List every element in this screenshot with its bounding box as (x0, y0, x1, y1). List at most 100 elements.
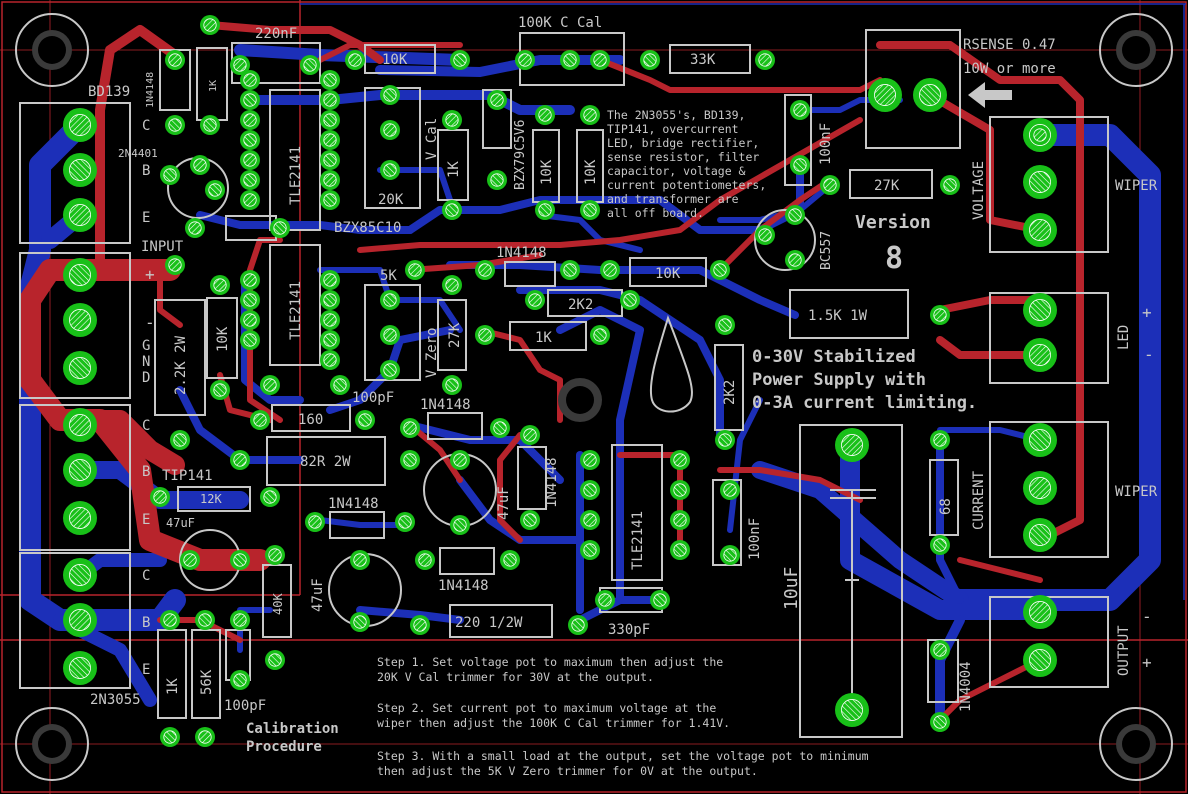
pad (240, 90, 260, 110)
note-line: sense resistor, filter (607, 150, 759, 164)
calibration-line: then adjust the 5K V Zero trimmer for 0V… (377, 764, 758, 778)
label-1n4148-v: 1N4148 (145, 72, 156, 108)
pad (320, 310, 340, 330)
pad (930, 305, 950, 325)
label-5k: 5K (380, 268, 397, 284)
pad (580, 510, 600, 530)
calibration-line: Step 3. With a small load at the output,… (377, 749, 869, 763)
pad (300, 55, 320, 75)
connector-bd139 (19, 102, 131, 244)
pad (1023, 518, 1057, 552)
label-1n4148-b: 1N4148 (420, 397, 471, 413)
label-12k: 12K (200, 492, 222, 506)
label-56k: 56K (199, 669, 215, 695)
label-3055-c: C (142, 568, 150, 584)
pad (320, 190, 340, 210)
pad (210, 380, 230, 400)
label-220nf: 220nF (255, 26, 297, 42)
label-1n4148-c: 1N4148 (544, 457, 560, 508)
label-1n4148-d: 1N4148 (328, 496, 379, 512)
label-3055-b: B (142, 615, 150, 631)
pad (380, 360, 400, 380)
pad (520, 425, 540, 445)
label-160: 160 (298, 412, 323, 428)
pad (1023, 293, 1057, 327)
pad (442, 110, 462, 130)
connector-rsense (865, 29, 961, 149)
pad (670, 480, 690, 500)
label-47uf-c: 47uF (310, 578, 326, 612)
pad (525, 290, 545, 310)
label-10k-top: 10K (382, 52, 408, 68)
pad (410, 615, 430, 635)
pad (1023, 471, 1057, 505)
connector-2n3055 (19, 552, 131, 689)
pad (590, 50, 610, 70)
teardrop-logo-icon (649, 314, 693, 413)
label-82r: 82R 2W (300, 454, 351, 470)
connector-led (989, 292, 1109, 384)
big-cap-marking (830, 489, 876, 700)
pad (345, 50, 365, 70)
connector-output (989, 596, 1109, 688)
note-line: and transformer are (607, 192, 739, 206)
label-27k: 27K (874, 178, 900, 194)
label-input: INPUT (141, 239, 184, 255)
pad (715, 430, 735, 450)
pad (63, 558, 97, 592)
calibration-line: wiper then adjust the 100K C Cal trimmer… (377, 716, 730, 730)
label-10k-v: 10K (539, 159, 555, 185)
pad (785, 250, 805, 270)
pad (710, 260, 730, 280)
label-bzx10: BZX85C10 (334, 220, 401, 236)
pad (320, 130, 340, 150)
label-1n4148-a: 1N4148 (496, 245, 547, 261)
label-bd139-b: B (142, 163, 150, 179)
connector-voltage (989, 116, 1109, 253)
label-220: 220 1/2W (455, 615, 523, 631)
pad (580, 540, 600, 560)
pad (835, 428, 869, 462)
pad (320, 70, 340, 90)
label-rsense: RSENSE 0.47 (963, 37, 1056, 53)
label-1n4004: 1N4004 (958, 661, 974, 712)
pad (240, 110, 260, 130)
pad (63, 198, 97, 232)
pad (785, 205, 805, 225)
label-bd139-e: E (142, 210, 150, 226)
pad (670, 450, 690, 470)
pad (240, 170, 260, 190)
pad (650, 590, 670, 610)
pad (260, 375, 280, 395)
label-current: CURRENT (971, 470, 987, 530)
label-2k2-h: 2K2 (568, 297, 593, 313)
note-line: current potentiometers, (607, 178, 766, 192)
calibration-line: Step 2. Set current pot to maximum volta… (377, 701, 716, 715)
pad (380, 85, 400, 105)
pad (230, 670, 250, 690)
label-led-minus: - (1144, 345, 1154, 364)
pad (487, 170, 507, 190)
label-1-5k: 1.5K 1W (808, 308, 868, 324)
label-100pf-mid: 100pF (352, 390, 394, 406)
pad (442, 275, 462, 295)
board-outline-blue (300, 3, 1186, 600)
label-1k-b: 1K (446, 161, 462, 178)
label-led-plus: + (1142, 303, 1152, 322)
label-10k-g: 10K (215, 326, 231, 352)
pad (395, 512, 415, 532)
pad (150, 487, 170, 507)
pad (380, 160, 400, 180)
label-input-plus: + (145, 265, 155, 284)
pad (415, 550, 435, 570)
pad (720, 545, 740, 565)
pad (380, 290, 400, 310)
note-line: TIP141, overcurrent (607, 122, 739, 136)
pad (580, 450, 600, 470)
connector-current (989, 421, 1109, 558)
pad (160, 610, 180, 630)
label-bd139: BD139 (88, 84, 130, 100)
note-line: all off board. (607, 206, 704, 220)
pad (330, 375, 350, 395)
